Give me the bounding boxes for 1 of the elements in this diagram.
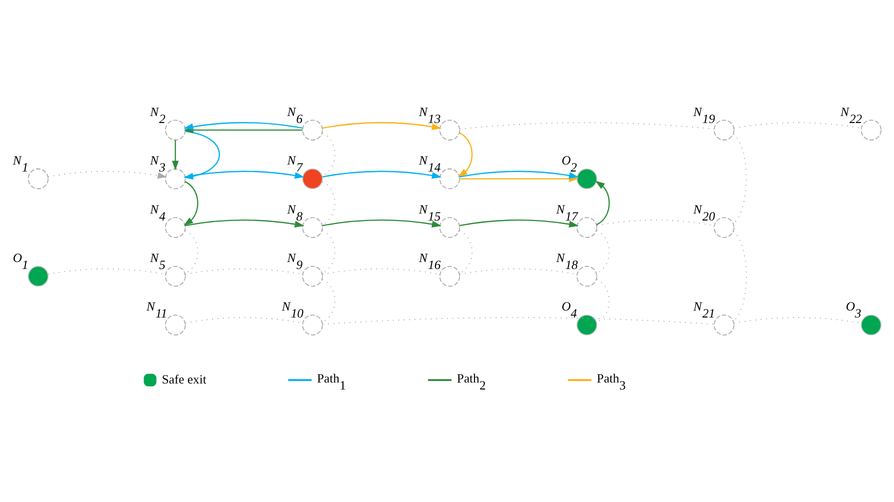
legend-label: Safe exit	[162, 372, 206, 386]
